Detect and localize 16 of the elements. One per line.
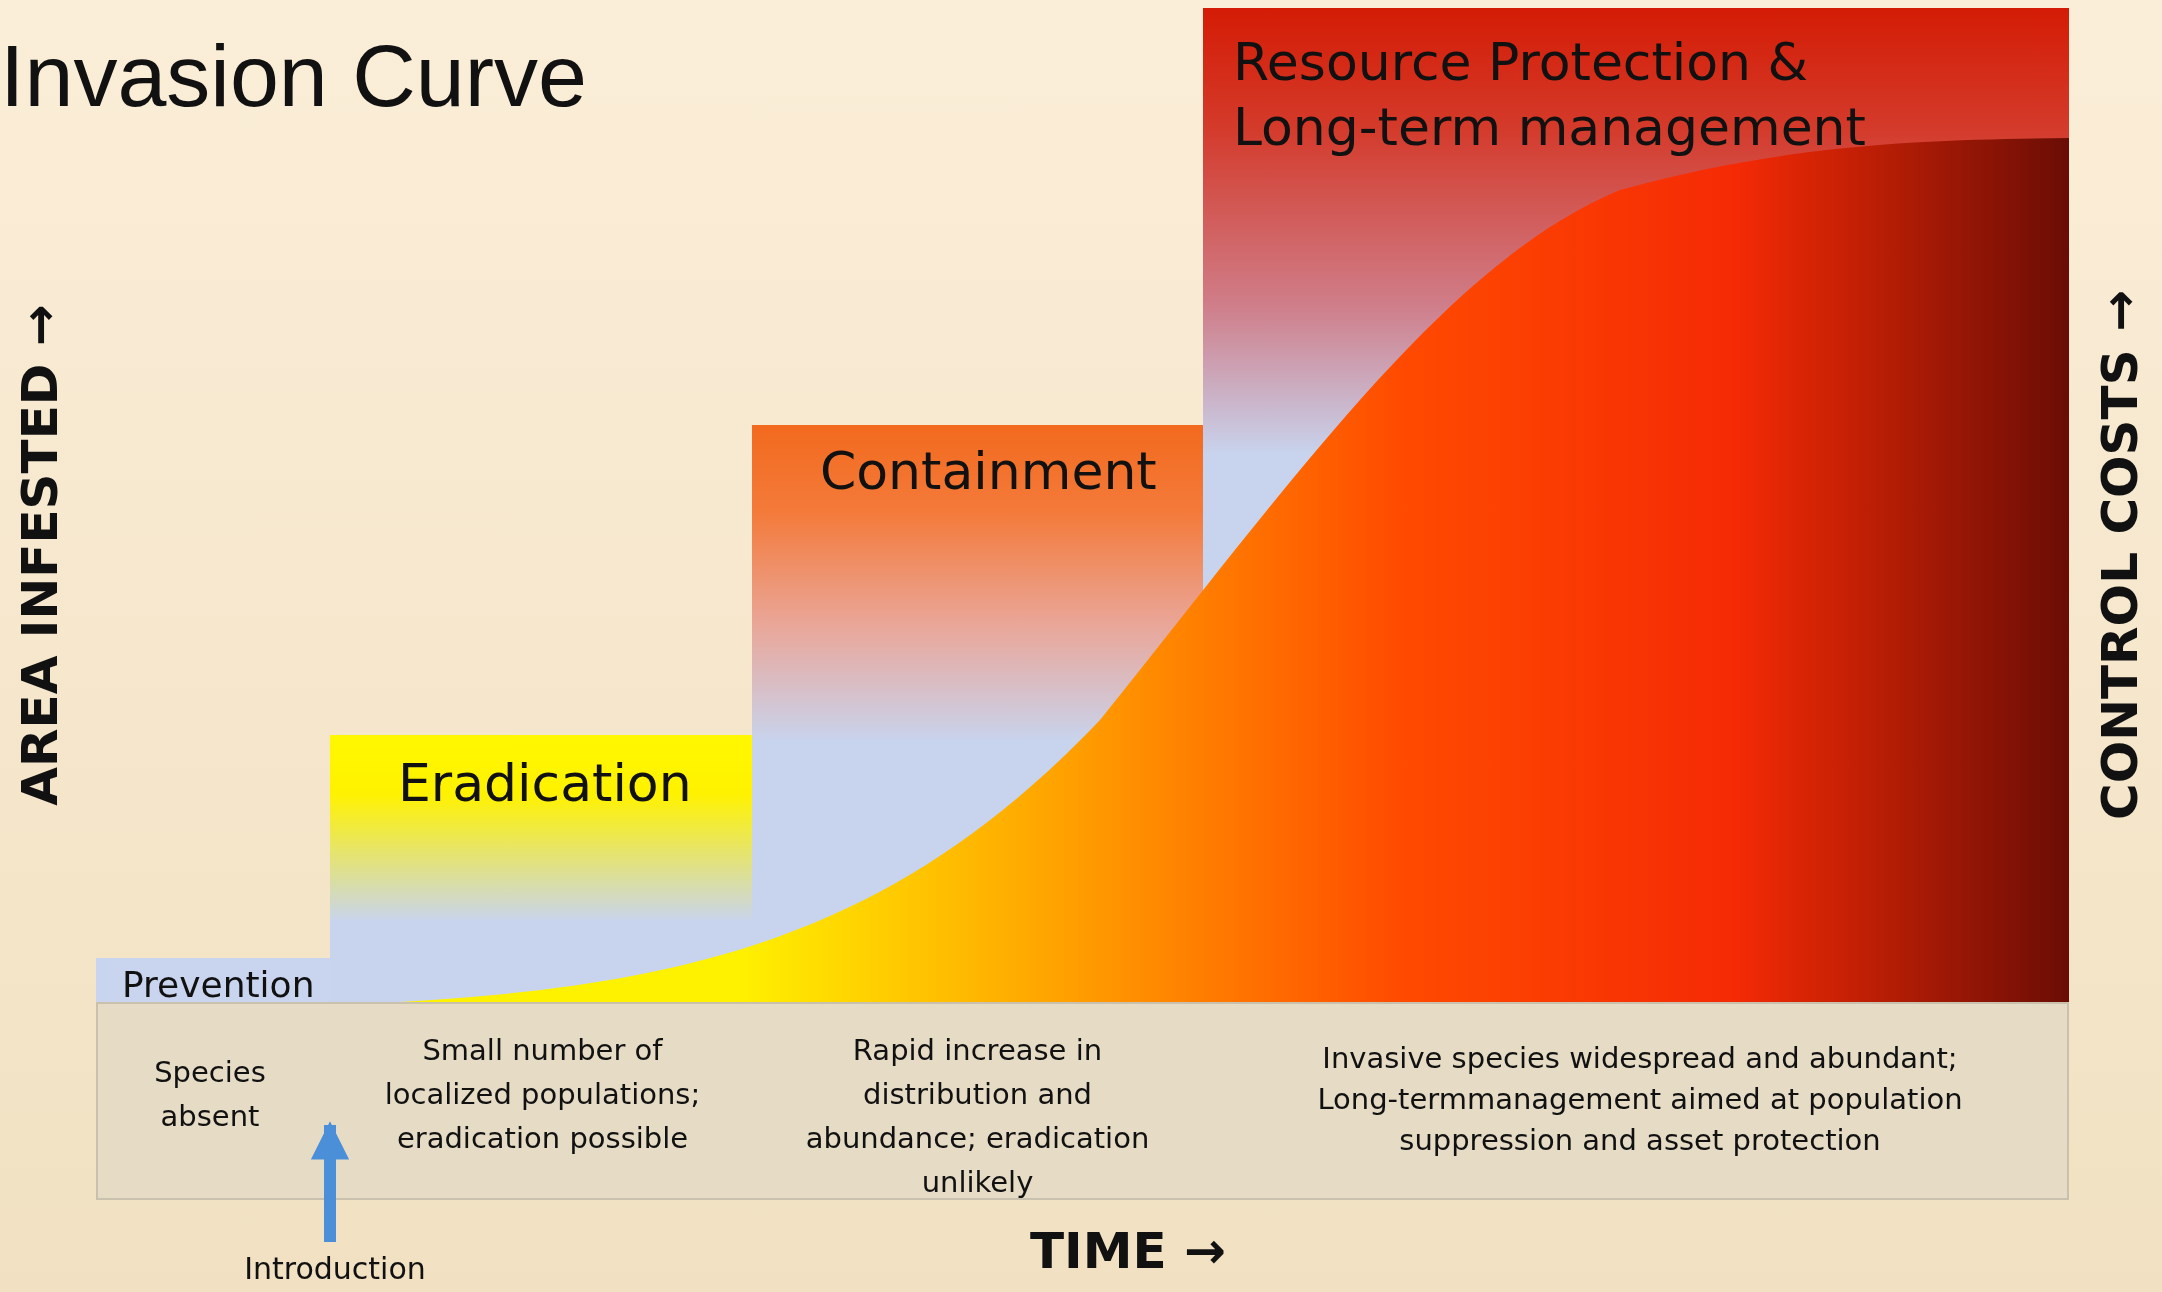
stage-note: Introduction <box>243 1250 427 1288</box>
stage-label: Prevention <box>122 963 316 1007</box>
axis-label: TIME → <box>1030 1222 1226 1280</box>
stage-band <box>330 735 752 1002</box>
stage-label: Eradication <box>398 752 693 815</box>
axis-label: CONTROL COSTS → <box>2091 289 2149 821</box>
stage-band <box>96 958 330 1002</box>
stage-label: Resource Protection & Long-term management <box>1233 31 1867 159</box>
axis-label: AREA INFESTED → <box>11 304 69 806</box>
stage-description: Small number of localized populations; eradication possible <box>383 1032 702 1157</box>
stage-description: Rapid increase in distribution and abundance; eradication unlikely <box>804 1032 1151 1201</box>
stage-description: Species absent <box>153 1054 267 1135</box>
arrow <box>310 1121 350 1242</box>
stage-label: Containment <box>820 440 1158 503</box>
stage-description: Invasive species widespread and abundant; Long-termmanagement aimed at population suppression and asset protection <box>1316 1040 1964 1159</box>
chart-title: Invasion Curve <box>0 25 587 127</box>
